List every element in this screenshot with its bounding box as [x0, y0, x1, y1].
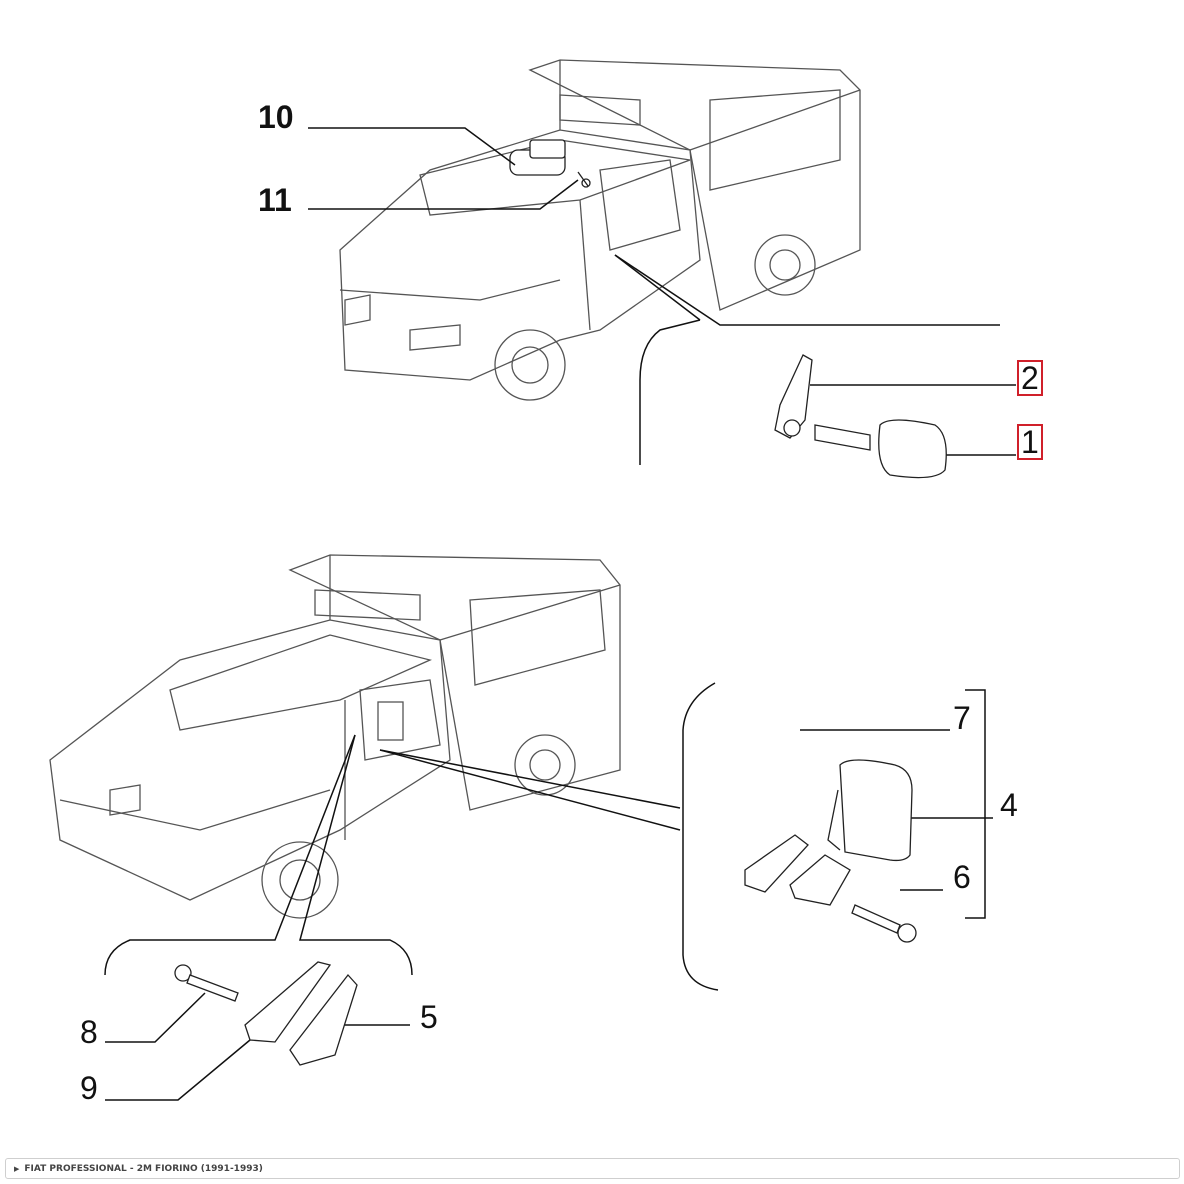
van-bottom-illustration: [49, 554, 621, 919]
breadcrumb-bar[interactable]: ▶ FIAT PROFESSIONAL - 2M FIORINO (1991-1…: [5, 1158, 1180, 1179]
mirror-part-2: [774, 354, 813, 439]
cover-part-9: [244, 961, 332, 1043]
callout-6[interactable]: 6: [953, 859, 971, 895]
callout-9[interactable]: 9: [80, 1070, 98, 1106]
screw-part-11: [577, 171, 591, 188]
cover-part-5: [289, 973, 358, 1066]
callout-10[interactable]: 10: [258, 99, 294, 135]
callout-11[interactable]: 11: [258, 182, 292, 218]
mirror-part-7: [744, 834, 851, 906]
callout-2[interactable]: 2: [1017, 360, 1043, 396]
bolt-part-8: [174, 964, 239, 1002]
mirror-part-4: [827, 759, 913, 862]
bolt-part-6: [851, 904, 917, 943]
leader-lines-bottom: [104, 682, 993, 1101]
callout-5[interactable]: 5: [420, 999, 438, 1035]
callout-8[interactable]: 8: [80, 1014, 98, 1050]
leader-lines: [308, 127, 1016, 465]
callout-7[interactable]: 7: [953, 700, 971, 736]
van-top-illustration: [339, 59, 861, 401]
callout-1[interactable]: 1: [1017, 424, 1043, 460]
callout-4[interactable]: 4: [1000, 787, 1018, 823]
interior-mirror-part: [509, 139, 566, 176]
expand-arrow-icon[interactable]: ▶: [14, 1164, 20, 1173]
breadcrumb-text: FIAT PROFESSIONAL - 2M FIORINO (1991-199…: [24, 1163, 263, 1174]
mirror-part-1: [814, 419, 947, 479]
